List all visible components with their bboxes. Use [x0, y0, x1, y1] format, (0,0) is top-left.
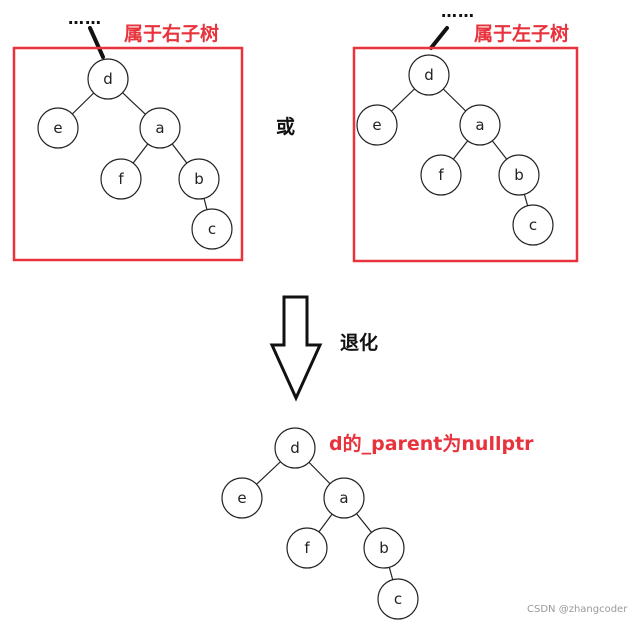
- watermark: CSDN @zhangcoder: [527, 604, 628, 615]
- left-tree-parent-connector: [88, 26, 105, 59]
- node-label: f: [304, 539, 310, 557]
- right-tree-box: [352, 46, 579, 263]
- tree-node: d: [408, 54, 450, 96]
- left-tree-panel: …… 属于右子树 d e a f b c: [12, 9, 244, 262]
- right-tree-ellipsis: ……: [441, 2, 475, 21]
- node-label: c: [208, 220, 216, 238]
- tree-node: a: [139, 107, 181, 149]
- node-label: f: [118, 170, 124, 188]
- tree-node: e: [221, 477, 263, 519]
- node-label: f: [438, 166, 444, 184]
- right-tree-panel: …… 属于左子树 d e a f b c: [352, 2, 579, 263]
- down-arrow-icon: [269, 295, 323, 402]
- node-label: d: [290, 439, 300, 457]
- node-label: e: [237, 489, 246, 507]
- node-label: c: [394, 590, 402, 608]
- tree-node: c: [512, 204, 554, 246]
- node-label: e: [53, 119, 62, 137]
- tree-node: a: [323, 477, 365, 519]
- left-tree-ellipsis: ……: [68, 9, 102, 28]
- right-tree-parent-connector: [429, 26, 449, 50]
- tree-node: e: [356, 104, 398, 146]
- node-label: d: [424, 66, 434, 84]
- node-label: d: [103, 70, 113, 88]
- tree-node: f: [420, 154, 462, 196]
- node-label: a: [339, 489, 348, 507]
- node-label: b: [194, 170, 204, 188]
- degrade-label: 退化: [340, 331, 378, 354]
- tree-node: c: [377, 578, 419, 620]
- node-label: b: [379, 539, 389, 557]
- right-tree-label: 属于左子树: [474, 22, 569, 45]
- node-label: b: [514, 166, 524, 184]
- tree-node: d: [274, 427, 316, 469]
- node-label: c: [529, 216, 537, 234]
- bottom-tree-label: d的_parent为nullptr: [329, 432, 534, 455]
- tree-node: c: [191, 208, 233, 250]
- or-label: 或: [276, 115, 295, 138]
- node-label: a: [475, 116, 484, 134]
- tree-node: a: [459, 104, 501, 146]
- left-tree-box: [12, 46, 244, 262]
- tree-node: e: [37, 107, 79, 149]
- node-label: e: [372, 116, 381, 134]
- bottom-tree: d的_parent为nullptr d e a f b c: [221, 427, 534, 620]
- node-label: a: [155, 119, 164, 137]
- tree-node: b: [498, 154, 540, 196]
- tree-node: b: [363, 527, 405, 569]
- left-tree-label: 属于右子树: [124, 22, 219, 45]
- tree-node: d: [87, 58, 129, 100]
- tree-node: f: [286, 527, 328, 569]
- tree-node: f: [100, 158, 142, 200]
- tree-node: b: [178, 158, 220, 200]
